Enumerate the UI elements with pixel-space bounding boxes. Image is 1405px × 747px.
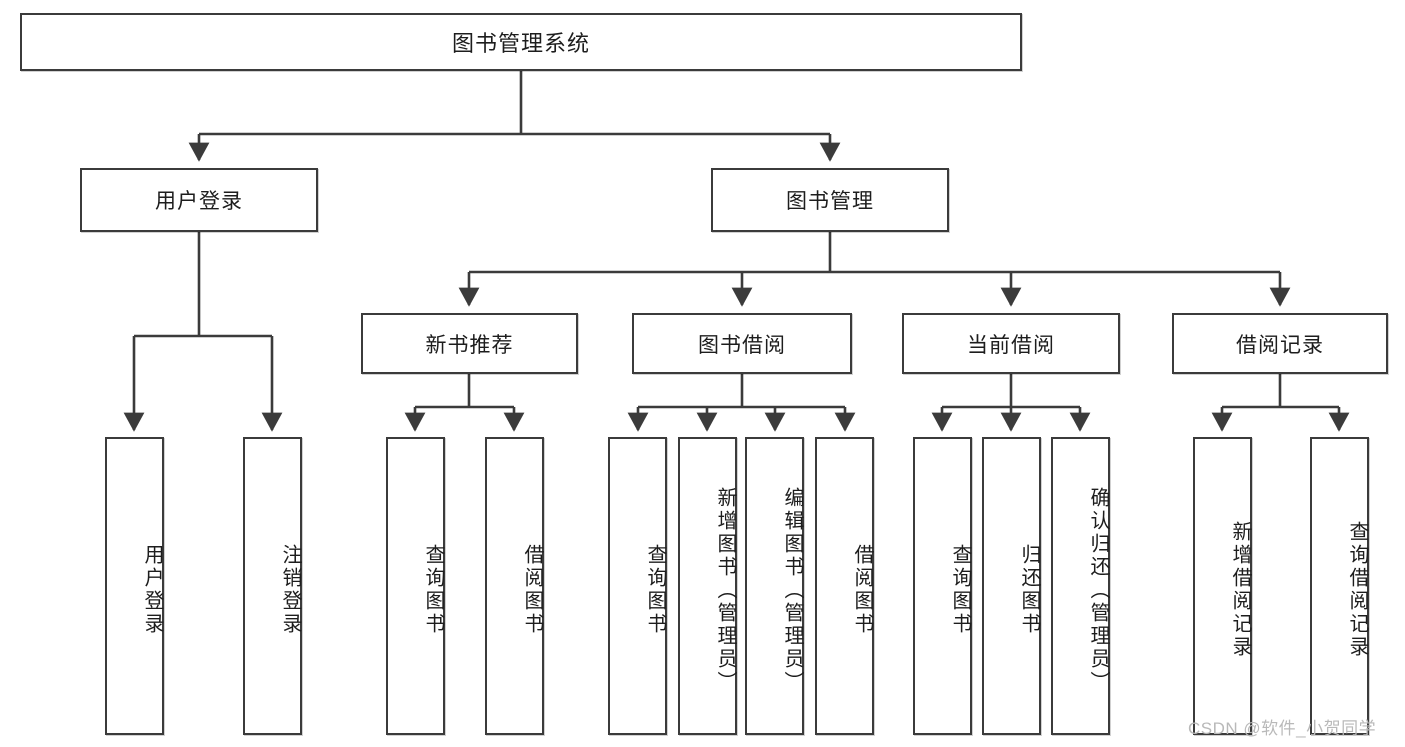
node-current-borrow[interactable]: 当前借阅 — [902, 313, 1120, 374]
node-book-management[interactable]: 图书管理 — [711, 168, 949, 232]
leaf-records-add-record[interactable]: 新增借阅记录 — [1193, 437, 1252, 735]
leaf-borrow-add-book[interactable]: 新增图书（管理员） — [678, 437, 737, 735]
node-label: 确认归还（管理员） — [1087, 486, 1109, 694]
node-book-borrow[interactable]: 图书借阅 — [632, 313, 852, 374]
node-label: 用户登录 — [155, 190, 243, 213]
node-label: 查询图书 — [422, 544, 444, 636]
leaf-borrow-query-book[interactable]: 查询图书 — [608, 437, 667, 735]
node-label: 查询借阅记录 — [1346, 521, 1368, 659]
leaf-user-login-signin[interactable]: 用户登录 — [105, 437, 164, 735]
node-new-book-recommend[interactable]: 新书推荐 — [361, 313, 578, 374]
leaf-current-query-book[interactable]: 查询图书 — [913, 437, 972, 735]
leaf-recommend-query-book[interactable]: 查询图书 — [386, 437, 445, 735]
node-label: 编辑图书（管理员） — [781, 486, 803, 694]
node-label: 图书管理 — [786, 190, 874, 213]
node-label: 用户登录 — [141, 544, 163, 636]
node-root-system[interactable]: 图书管理系统 — [20, 13, 1022, 71]
leaf-user-login-logout[interactable]: 注销登录 — [243, 437, 302, 735]
leaf-borrow-edit-book[interactable]: 编辑图书（管理员） — [745, 437, 804, 735]
node-label: 图书借阅 — [698, 333, 786, 357]
node-label: 注销登录 — [279, 544, 301, 636]
leaf-borrow-borrow-book[interactable]: 借阅图书 — [815, 437, 874, 735]
node-user-login[interactable]: 用户登录 — [80, 168, 318, 232]
watermark-text: CSDN @软件_小贺同学 — [1188, 719, 1377, 738]
node-borrow-records[interactable]: 借阅记录 — [1172, 313, 1388, 374]
node-label: 图书管理系统 — [451, 31, 590, 56]
node-label: 归还图书 — [1018, 544, 1040, 636]
node-label: 借阅记录 — [1236, 333, 1324, 357]
node-label: 借阅图书 — [851, 544, 873, 636]
node-label: 查询图书 — [644, 544, 666, 636]
leaf-records-query-record[interactable]: 查询借阅记录 — [1310, 437, 1369, 735]
leaf-current-return-book[interactable]: 归还图书 — [982, 437, 1041, 735]
node-label: 新增借阅记录 — [1229, 521, 1251, 659]
node-label: 新书推荐 — [425, 333, 514, 357]
node-label: 借阅图书 — [521, 544, 543, 636]
node-label: 查询图书 — [949, 544, 971, 636]
leaf-current-confirm-return[interactable]: 确认归还（管理员） — [1051, 437, 1110, 735]
node-label: 新增图书（管理员） — [714, 486, 736, 694]
leaf-recommend-borrow-book[interactable]: 借阅图书 — [485, 437, 544, 735]
node-label: 当前借阅 — [967, 333, 1055, 357]
